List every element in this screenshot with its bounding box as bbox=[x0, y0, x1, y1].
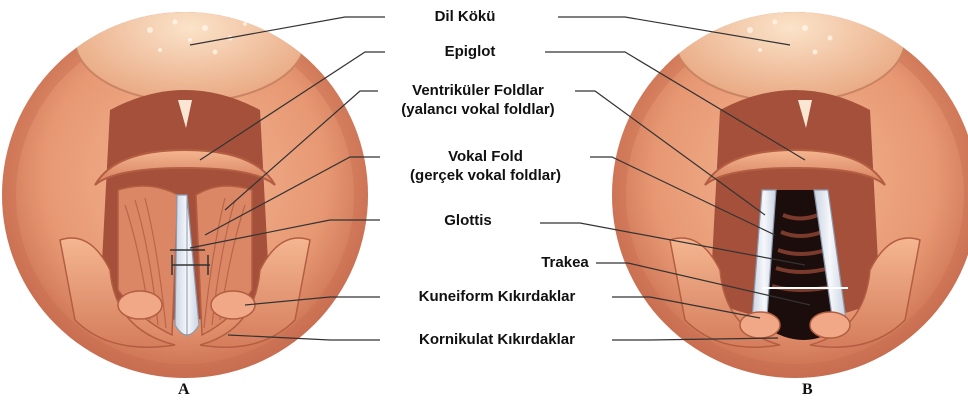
panel-label-a: A bbox=[178, 381, 190, 399]
label-dil-koku: Dil Kökü bbox=[420, 7, 510, 26]
label-kuneiform: Kuneiform Kıkırdaklar bbox=[384, 287, 610, 306]
panel-a-illustration bbox=[2, 0, 368, 378]
panel-label-b: B bbox=[802, 381, 813, 399]
label-epiglot: Epiglot bbox=[420, 42, 520, 61]
label-kornikulat: Kornikulat Kıkırdaklar bbox=[384, 330, 610, 349]
label-trakea: Trakea bbox=[535, 253, 595, 272]
label-glottis: Glottis bbox=[408, 211, 528, 230]
label-vokal-line1: Vokal Fold bbox=[383, 147, 588, 166]
label-vokal-line2: (gerçek vokal foldlar) bbox=[383, 166, 588, 185]
label-ventrikuler-line1: Ventriküler Foldlar bbox=[380, 81, 576, 100]
label-ventrikuler-line2: (yalancı vokal foldlar) bbox=[380, 100, 576, 119]
panel-b-illustration bbox=[612, 0, 968, 378]
